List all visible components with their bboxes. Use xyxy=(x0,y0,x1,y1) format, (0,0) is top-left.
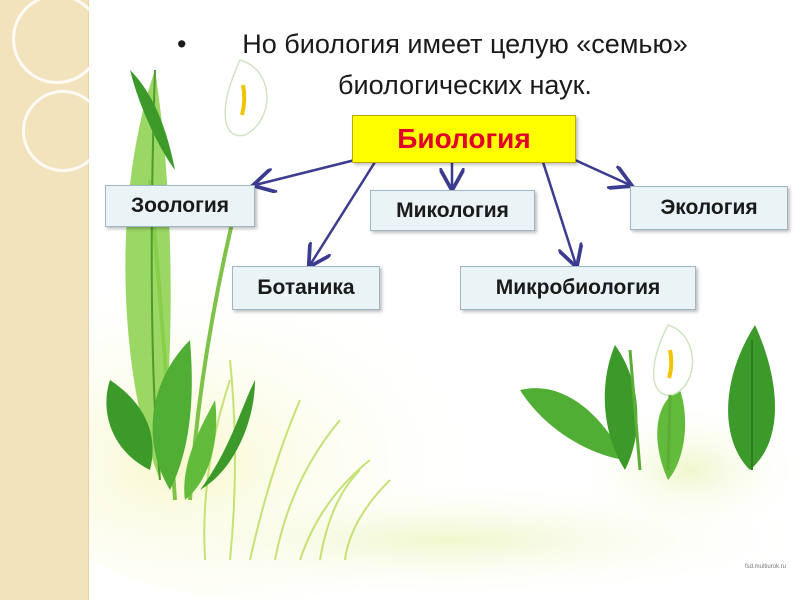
root-node-biology: Биология xyxy=(352,115,576,163)
title-line-2: биологических наук. xyxy=(338,70,592,100)
arrow-to-zoology xyxy=(255,158,356,185)
arrow-to-microbiology xyxy=(541,161,576,265)
decor-circle xyxy=(22,90,104,172)
node-zoology: Зоология xyxy=(105,185,255,227)
title-line-1: Но биология имеет целую «семью» xyxy=(242,29,688,59)
slide-title: • Но биология имеет целую «семью» биолог… xyxy=(175,24,755,106)
arrow-to-ecology xyxy=(574,158,630,185)
node-microbiology: Микробиология xyxy=(460,266,696,310)
node-mycology: Микология xyxy=(370,190,535,231)
node-ecology: Экология xyxy=(630,186,788,230)
watermark: fsd.multiurok.ru xyxy=(744,564,786,570)
decor-circle xyxy=(12,0,102,84)
arrow-to-botany xyxy=(310,161,377,265)
node-botany: Ботаника xyxy=(232,266,380,310)
bullet-marker: • xyxy=(177,29,187,59)
